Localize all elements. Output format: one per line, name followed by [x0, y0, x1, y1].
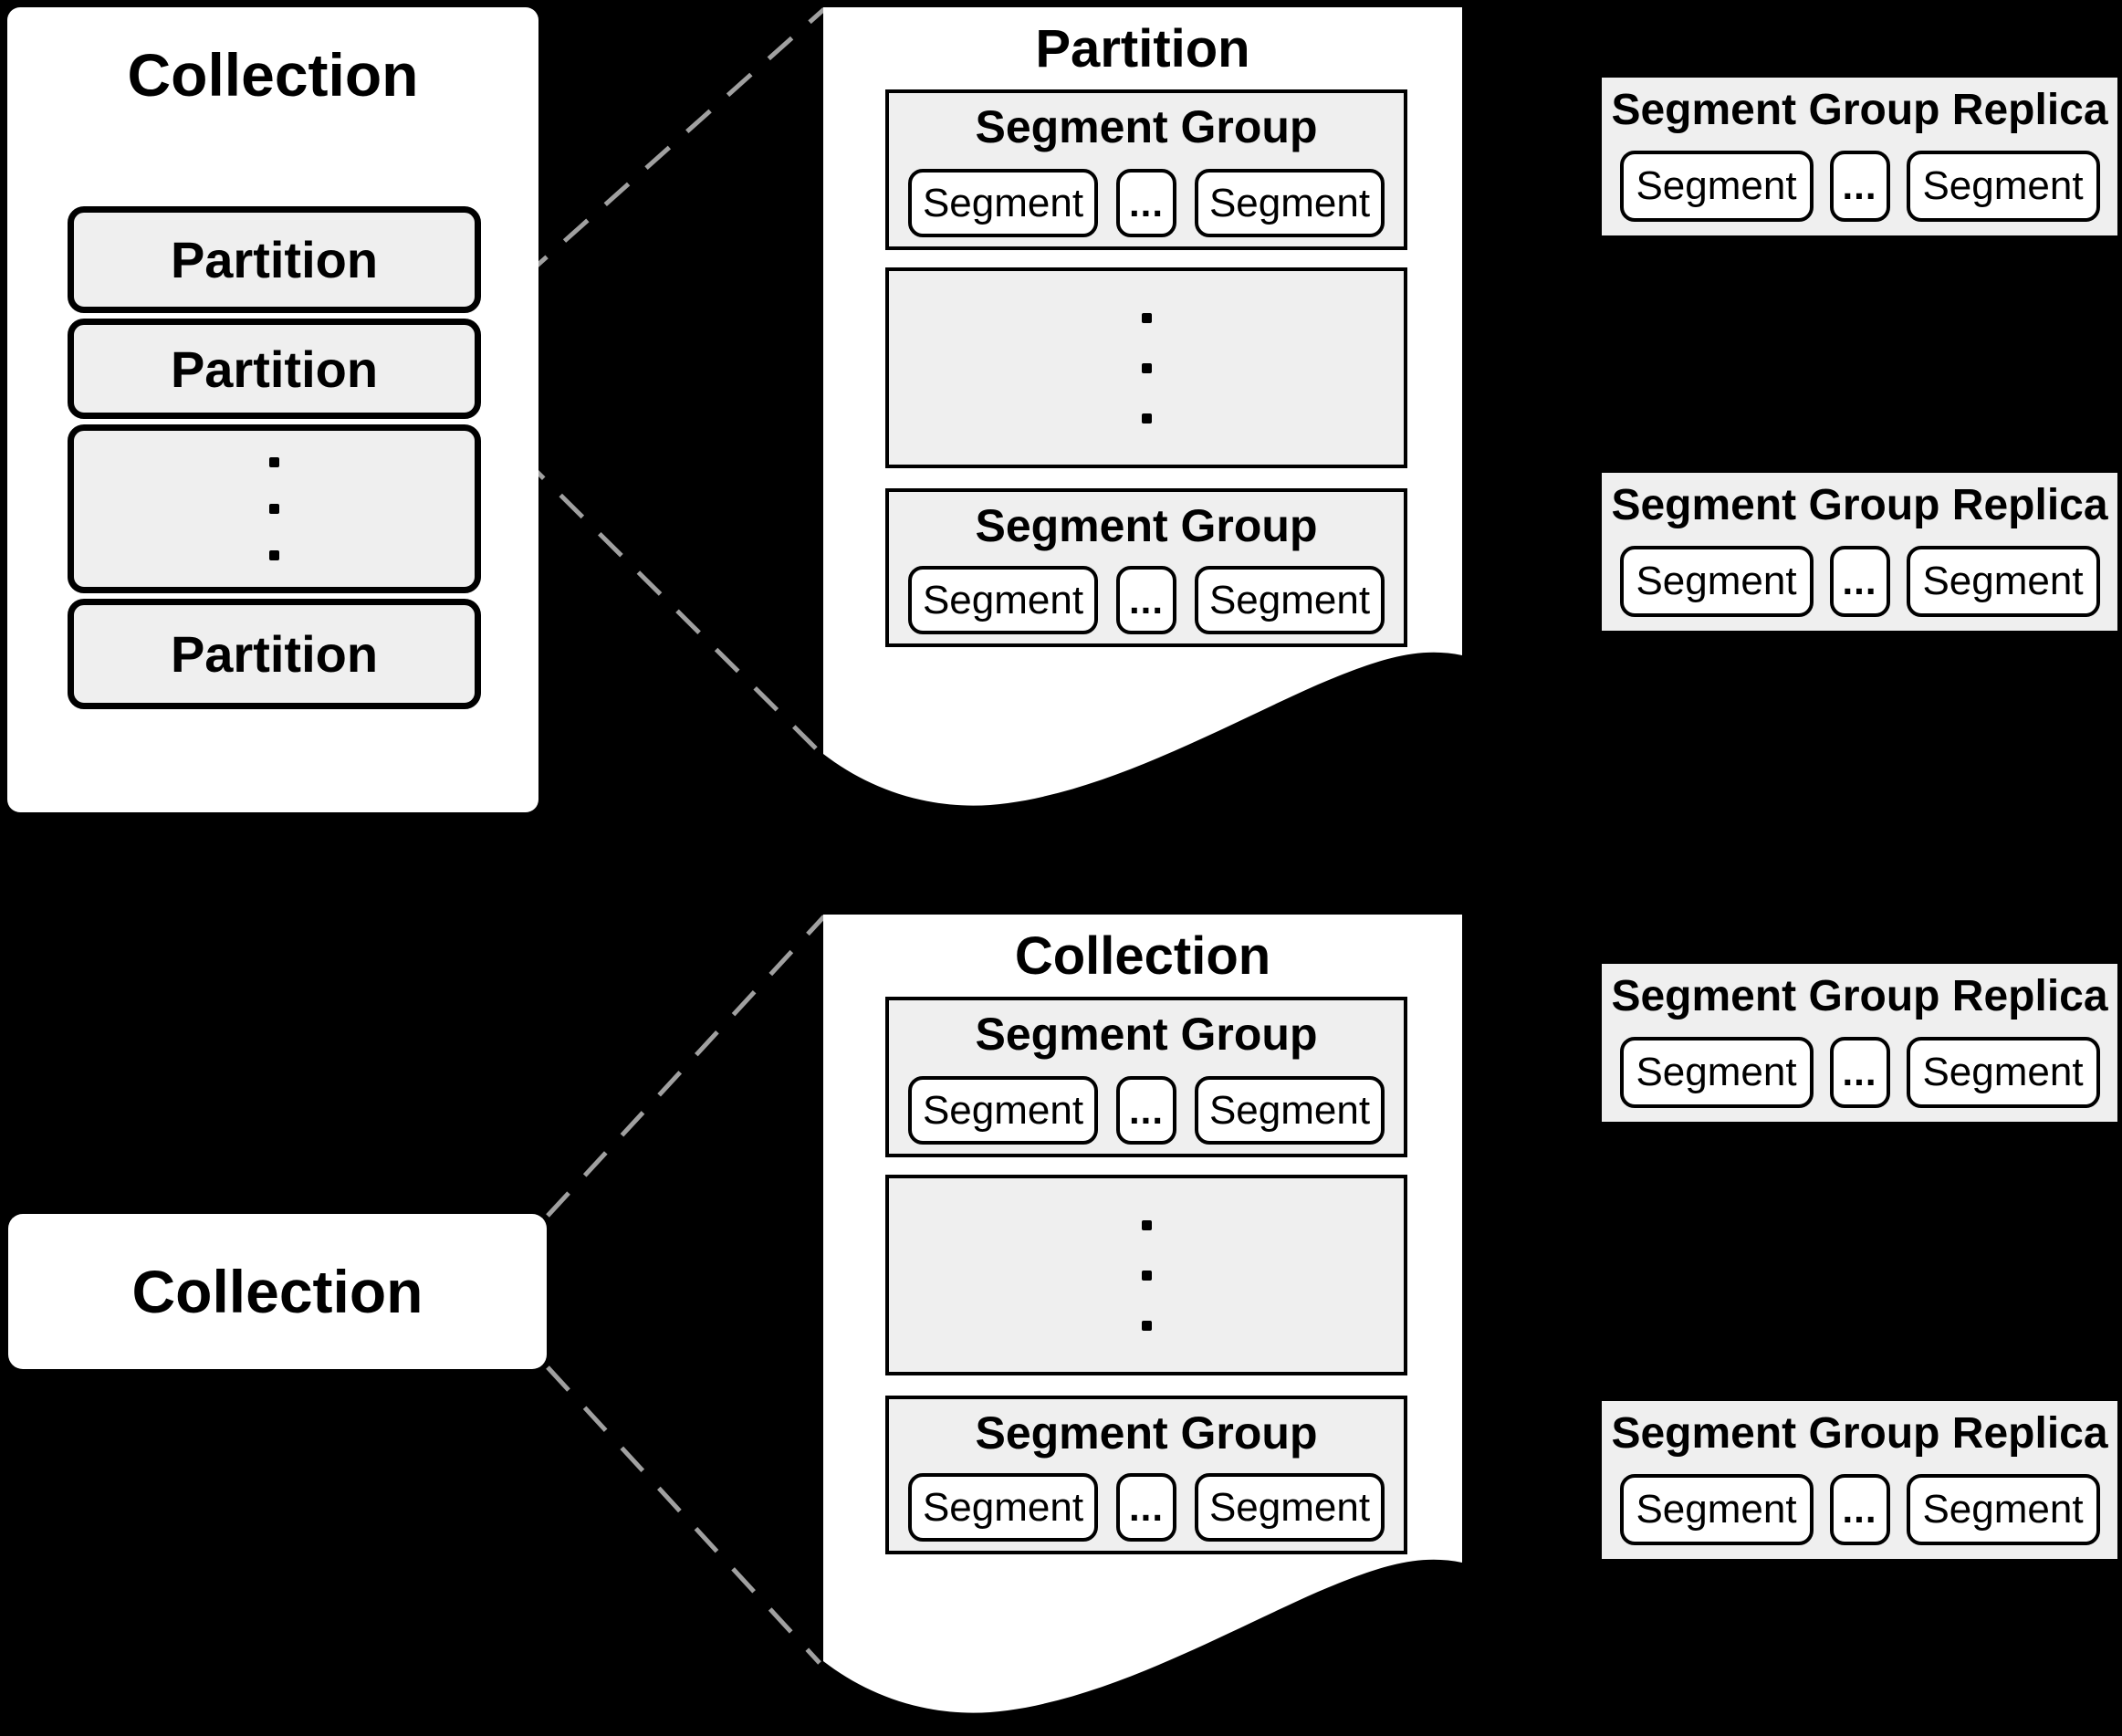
dashed-connector-collection-to-page-top: [546, 915, 826, 1218]
segments-ellipsis-box: ...: [1829, 151, 1890, 222]
segments-ellipsis-box: ...: [1116, 566, 1176, 634]
dashed-connector-partition-to-page-top: [481, 7, 826, 316]
collection-panel: Collection Partition Partition Partition: [7, 7, 538, 812]
segment-box: Segment: [1906, 546, 2100, 617]
ellipsis-dot: [269, 504, 279, 514]
partition-page-title: Partition: [1035, 19, 1250, 78]
ellipsis-dot: [1141, 362, 1152, 373]
segment-group-box: Segment Group Segment ... Segment: [885, 1396, 1407, 1554]
segment-groups-ellipsis-box: [885, 1175, 1407, 1375]
ellipsis-dot: [1141, 1320, 1152, 1331]
segment-box: Segment: [1619, 1037, 1814, 1108]
ellipsis-dot: [1141, 1219, 1152, 1230]
segments-ellipsis-box: ...: [1829, 546, 1890, 617]
segment-group-replica-title: Segment Group Replica: [1611, 1409, 2108, 1458]
segment-group-replica-box-4: Segment Group Replica Segment ... Segmen…: [1602, 1401, 2117, 1559]
segment-box: Segment: [908, 1076, 1098, 1145]
partition-box-2: Partition: [68, 319, 481, 419]
segment-row: Segment ... Segment: [889, 169, 1404, 237]
segments-ellipsis-box: ...: [1116, 1473, 1176, 1542]
partition-label: Partition: [170, 340, 379, 398]
segment-box: Segment: [1619, 546, 1814, 617]
dashed-connector-partition-to-page-bottom: [481, 416, 821, 754]
ellipsis-dot: [269, 550, 279, 560]
collection-panel-title: Collection: [127, 41, 419, 109]
collection-label-box: Collection: [8, 1214, 547, 1369]
collection-detail-page: Collection Segment Group Segment ... Seg…: [823, 915, 1462, 1718]
partition-box-3: Partition: [68, 599, 481, 709]
segment-box: Segment: [1619, 151, 1814, 222]
segment-group-title: Segment Group: [975, 500, 1318, 551]
segment-box: Segment: [1906, 151, 2100, 222]
dashed-connector-collection-to-page-bottom: [546, 1365, 821, 1665]
segment-row: Segment ... Segment: [1602, 1474, 2117, 1545]
segment-box: Segment: [1906, 1037, 2100, 1108]
ellipsis-dot: [1141, 413, 1152, 424]
ellipsis-dot: [1141, 312, 1152, 323]
segment-group-replica-box-1: Segment Group Replica Segment ... Segmen…: [1602, 78, 2117, 235]
segment-group-replica-box-2: Segment Group Replica Segment ... Segmen…: [1602, 473, 2117, 631]
segment-group-replica-title: Segment Group Replica: [1611, 86, 2108, 134]
segment-group-replica-box-3: Segment Group Replica Segment ... Segmen…: [1602, 964, 2117, 1122]
segment-box: Segment: [908, 566, 1098, 634]
partition-box-1: Partition: [68, 206, 481, 313]
segment-box: Segment: [1195, 566, 1385, 634]
segment-group-box: Segment Group Segment ... Segment: [885, 997, 1407, 1157]
segment-box: Segment: [1195, 1473, 1385, 1542]
segment-row: Segment ... Segment: [1602, 1037, 2117, 1108]
segment-group-box: Segment Group Segment ... Segment: [885, 488, 1407, 647]
segment-row: Segment ... Segment: [1602, 151, 2117, 222]
collection-page-title: Collection: [1014, 926, 1271, 986]
segment-group-title: Segment Group: [975, 101, 1318, 152]
partition-detail-page: Partition Segment Group Segment ... Segm…: [823, 7, 1462, 810]
segment-box: Segment: [908, 1473, 1098, 1542]
segments-ellipsis-box: ...: [1829, 1037, 1890, 1108]
segment-group-replica-title: Segment Group Replica: [1611, 972, 2108, 1020]
ellipsis-dot: [1141, 1270, 1152, 1281]
segment-box: Segment: [1195, 1076, 1385, 1145]
segment-group-title: Segment Group: [975, 1009, 1318, 1060]
segment-row: Segment ... Segment: [889, 566, 1404, 634]
segment-row: Segment ... Segment: [889, 1076, 1404, 1145]
segments-ellipsis-box: ...: [1116, 1076, 1176, 1145]
segment-group-replica-title: Segment Group Replica: [1611, 481, 2108, 529]
segment-box: Segment: [1906, 1474, 2100, 1545]
segment-box: Segment: [1195, 169, 1385, 237]
segment-group-box: Segment Group Segment ... Segment: [885, 89, 1407, 250]
collection-label: Collection: [131, 1258, 423, 1325]
segment-groups-ellipsis-box: [885, 267, 1407, 468]
segment-row: Segment ... Segment: [1602, 546, 2117, 617]
segment-box: Segment: [1619, 1474, 1814, 1545]
segments-ellipsis-box: ...: [1829, 1474, 1890, 1545]
partition-label: Partition: [170, 625, 379, 683]
partition-ellipsis-box: [68, 424, 481, 593]
ellipsis-dot: [269, 457, 279, 467]
segments-ellipsis-box: ...: [1116, 169, 1176, 237]
segment-row: Segment ... Segment: [889, 1473, 1404, 1542]
segment-box: Segment: [908, 169, 1098, 237]
segment-group-title: Segment Group: [975, 1407, 1318, 1459]
partition-label: Partition: [170, 231, 379, 288]
